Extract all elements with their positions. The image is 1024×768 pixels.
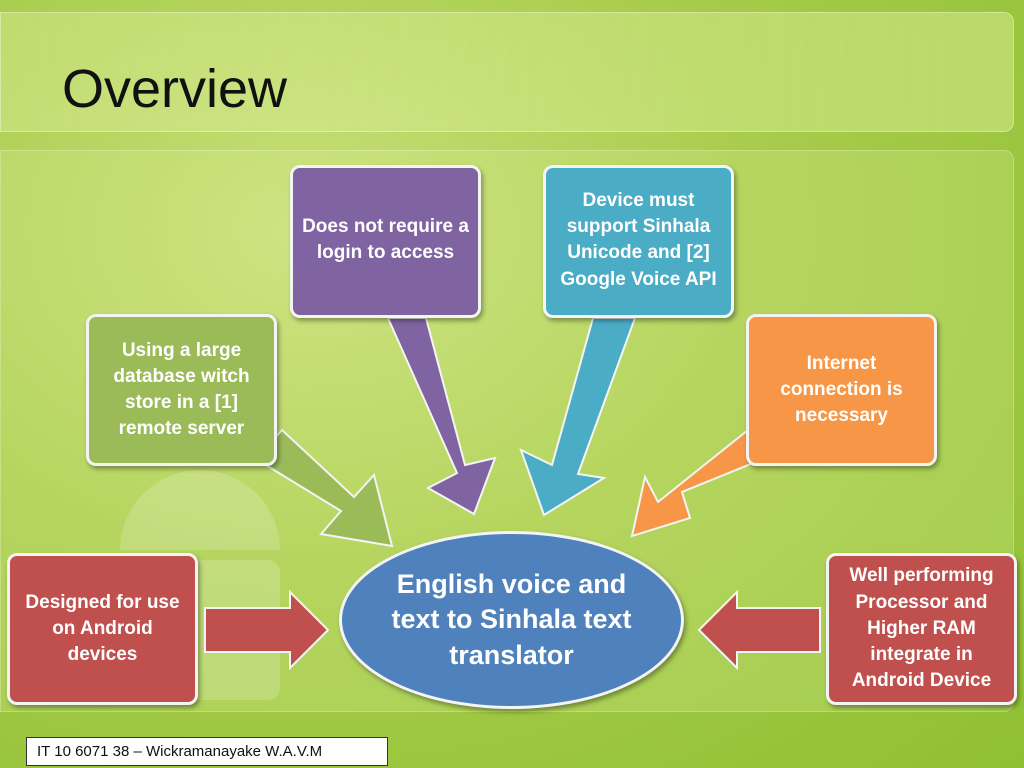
node-no-login-label: Does not require a login to access <box>302 216 469 264</box>
node-hardware-label: Well performing Processor and Higher RAM… <box>849 565 994 692</box>
center-node-translator: English voice and text to Sinhala text t… <box>339 531 684 709</box>
center-node-label: English voice and text to Sinhala text t… <box>391 568 632 670</box>
node-no-login: Does not require a login to access <box>290 165 481 318</box>
arrow-android <box>204 589 330 671</box>
arrow-internet <box>630 428 760 538</box>
node-unicode-voice-api-label: Device must support Sinhala Unicode and … <box>560 190 717 290</box>
node-remote-database: Using a large database witch store in a … <box>86 314 277 466</box>
arrow-login <box>386 317 497 516</box>
node-android-devices: Designed for use on Android devices <box>7 553 198 705</box>
node-android-devices-label: Designed for use on Android devices <box>25 591 180 666</box>
arrow-database <box>254 428 394 548</box>
node-unicode-voice-api: Device must support Sinhala Unicode and … <box>543 165 734 318</box>
title-band <box>0 12 1014 132</box>
page-title: Overview <box>62 59 288 119</box>
footer-author: IT 10 6071 38 – Wickramanayake W.A.V.M <box>26 737 388 766</box>
node-internet: Internet connection is necessary <box>746 314 937 466</box>
arrow-unicode <box>519 317 637 517</box>
arrow-hardware <box>697 589 821 671</box>
node-hardware: Well performing Processor and Higher RAM… <box>826 553 1017 705</box>
node-remote-database-label: Using a large database witch store in a … <box>113 339 250 440</box>
node-internet-label: Internet connection is necessary <box>780 353 903 427</box>
